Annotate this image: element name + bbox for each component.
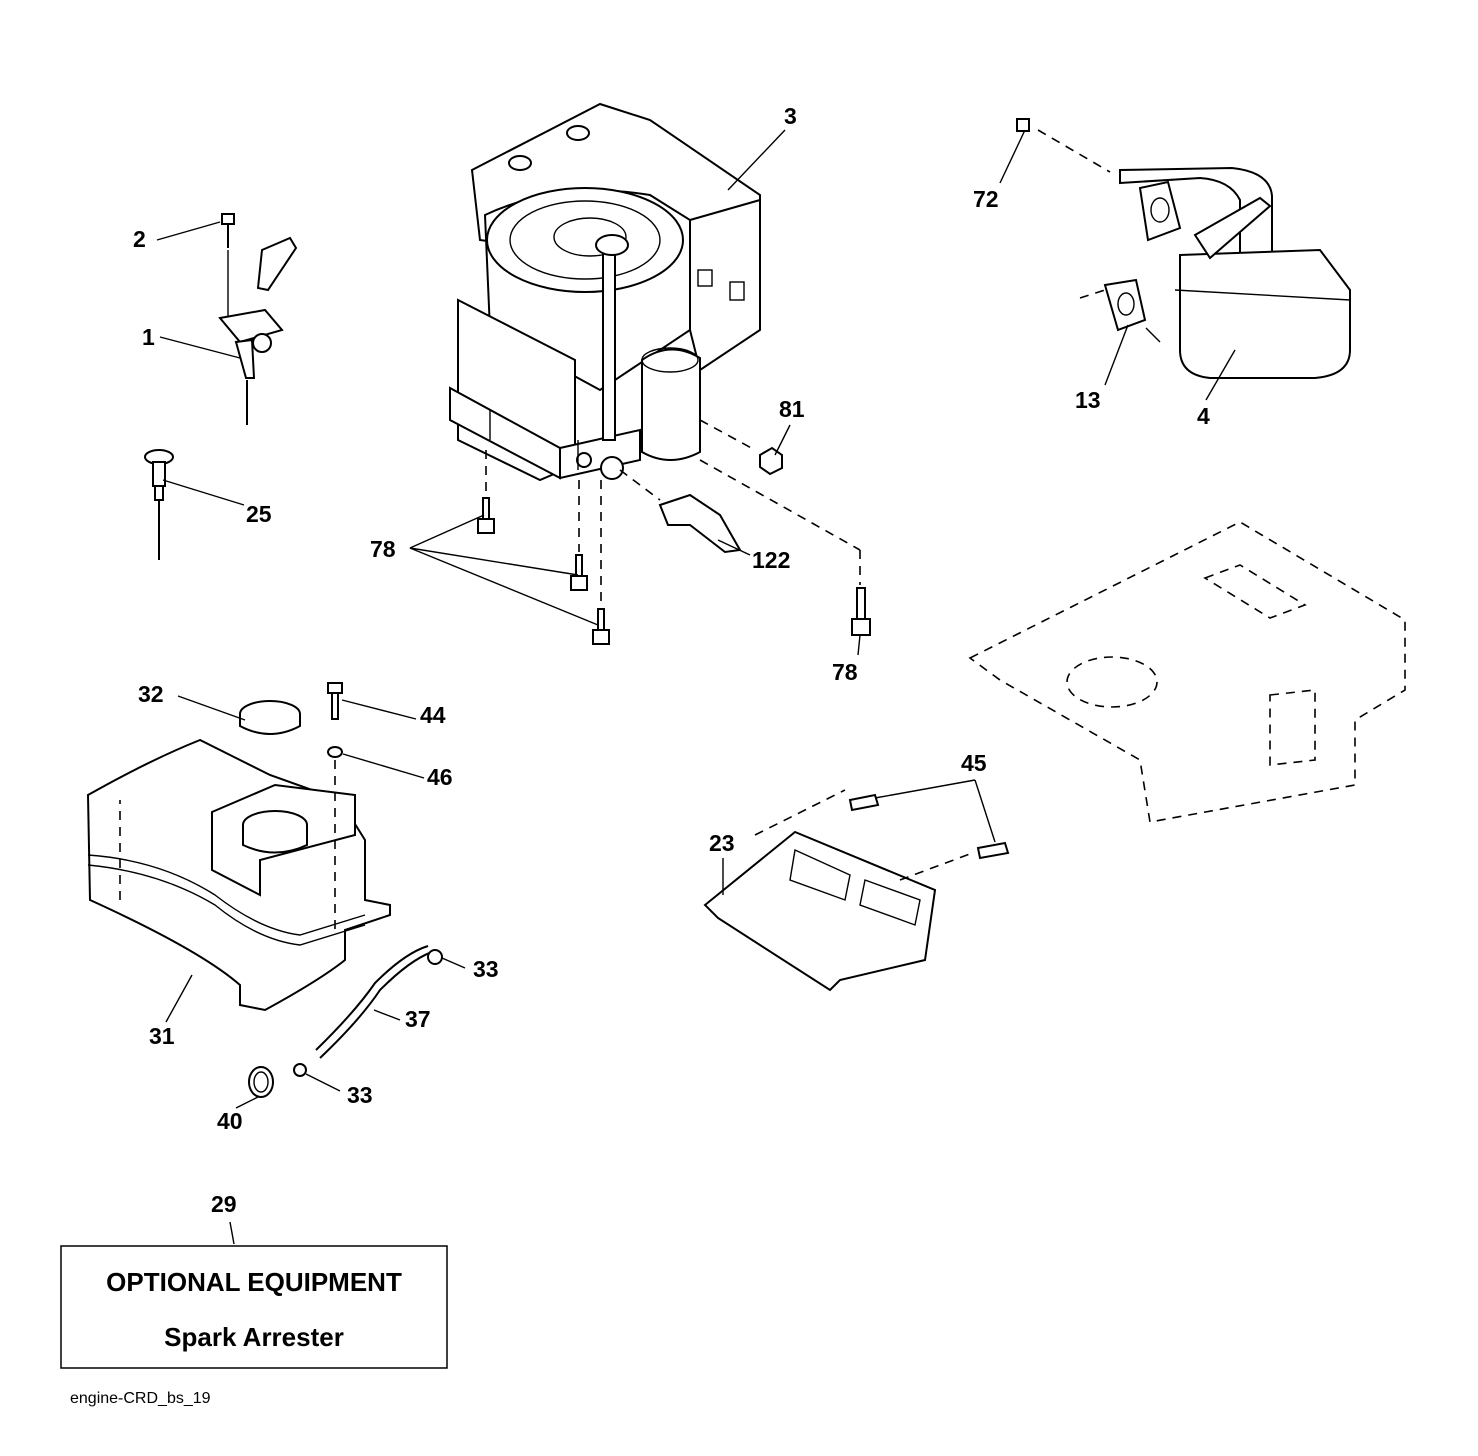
callout-122: 122	[752, 547, 790, 573]
tank-screw	[327, 682, 343, 930]
callout-33-a: 33	[473, 956, 499, 982]
callout-46: 46	[427, 764, 453, 790]
callout-81: 81	[779, 396, 805, 422]
callout-25: 25	[246, 501, 272, 527]
fuel-line	[248, 945, 443, 1098]
callout-45: 45	[961, 750, 987, 776]
callout-2: 2	[133, 226, 146, 252]
callout-32: 32	[138, 681, 164, 707]
spark-arrester-label: Spark Arrester	[164, 1322, 344, 1352]
tractor-frame	[968, 521, 1406, 823]
callout-23: 23	[709, 830, 735, 856]
engine	[449, 102, 761, 482]
fuel-tank	[86, 700, 391, 1012]
engine-bolts	[477, 450, 871, 645]
callout-3: 3	[784, 103, 797, 129]
optional-equipment-title: OPTIONAL EQUIPMENT	[106, 1267, 402, 1297]
drawing-id: engine-CRD_bs_19	[70, 1390, 211, 1407]
callout-78-a: 78	[370, 536, 396, 562]
choke-knob	[144, 449, 174, 560]
heat-shield	[619, 469, 742, 554]
muffler	[1016, 118, 1351, 379]
callout-4: 4	[1197, 403, 1210, 429]
callout-40: 40	[217, 1108, 243, 1134]
throttle-control	[218, 213, 298, 425]
callout-37: 37	[405, 1006, 431, 1032]
callout-31: 31	[149, 1023, 175, 1049]
nut	[699, 419, 783, 476]
callout-29: 29	[211, 1191, 237, 1217]
callout-78-b: 78	[832, 659, 858, 685]
callout-44: 44	[420, 702, 446, 728]
callout-1: 1	[142, 324, 155, 350]
callout-numbers: 3 72 2 1 13 4 81 25 78 122 78 32 44 46 4…	[133, 103, 1210, 1217]
leader-lines	[156, 129, 1236, 1245]
optional-equipment-box: OPTIONAL EQUIPMENT Spark Arrester	[60, 1245, 448, 1369]
callout-33-b: 33	[347, 1082, 373, 1108]
callout-72: 72	[973, 186, 999, 212]
mounting-plate	[703, 789, 1010, 992]
callout-13: 13	[1075, 387, 1101, 413]
